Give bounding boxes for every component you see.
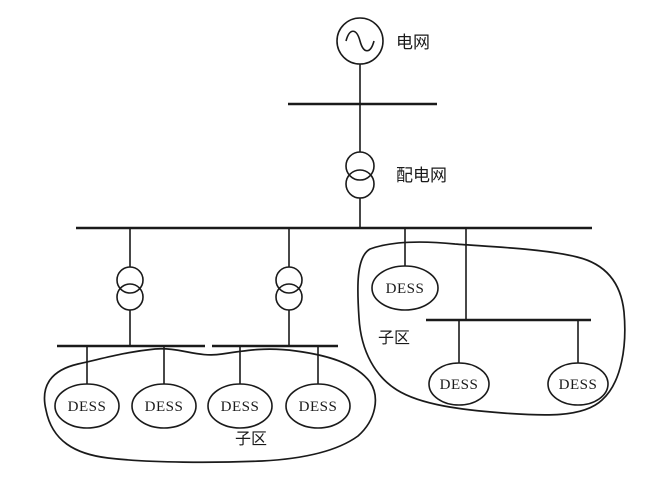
dess-ellipse	[131, 383, 197, 429]
transformer-main	[345, 151, 375, 199]
connector-wires	[86, 64, 579, 384]
subzone-bottom-label: 子区	[235, 430, 267, 448]
grid-label: 电网	[396, 33, 430, 52]
dess-ellipse	[207, 383, 273, 429]
dess-node-bottom-2: DESS	[131, 383, 197, 429]
dess-label: DESS	[386, 281, 425, 297]
dess-node-bottom-4: DESS	[285, 383, 351, 429]
dess-label: DESS	[559, 377, 598, 393]
transformer-feederB	[275, 266, 303, 311]
subzone-bottom-boundary	[43, 347, 377, 464]
dess-node-bottom-1: DESS	[54, 383, 120, 429]
transformer-coil-bottom	[116, 283, 144, 311]
transformer-coil-top	[345, 151, 375, 181]
dess-ellipse	[428, 362, 490, 406]
dess-ellipse	[371, 265, 439, 311]
dess-node-right-bottom-right: DESS	[547, 362, 609, 406]
distribution-network-label: 配电网	[396, 166, 447, 185]
transformer-coil-bottom	[345, 169, 375, 199]
dess-label: DESS	[440, 377, 479, 393]
dess-label: DESS	[221, 399, 260, 415]
transformer-coil-top	[275, 266, 303, 294]
subzone-right-label: 子区	[378, 329, 410, 347]
dess-ellipse	[54, 383, 120, 429]
transformer-coil-bottom	[275, 283, 303, 311]
sine-wave-icon	[345, 30, 375, 52]
dess-label: DESS	[68, 399, 107, 415]
transformer-feederA	[116, 266, 144, 311]
dess-node-right-top: DESS	[371, 265, 439, 311]
transformer-coil-top	[116, 266, 144, 294]
subzone-right-boundary	[357, 241, 626, 416]
dess-label: DESS	[299, 399, 338, 415]
dess-ellipse	[547, 362, 609, 406]
dess-node-bottom-3: DESS	[207, 383, 273, 429]
dess-label: DESS	[145, 399, 184, 415]
ac-source-symbol	[336, 17, 384, 65]
dess-node-right-bottom-left: DESS	[428, 362, 490, 406]
dess-ellipse	[285, 383, 351, 429]
bus-bars	[57, 102, 592, 348]
